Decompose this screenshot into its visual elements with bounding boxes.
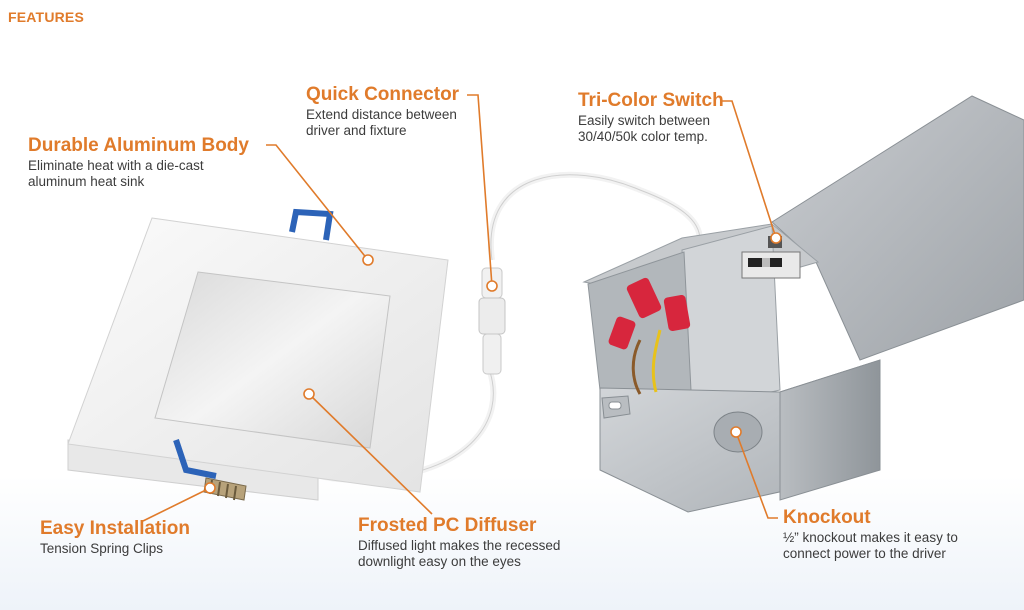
features-heading: FEATURES <box>8 9 85 25</box>
callout-knockout: Knockout ½” knockout makes it easy to co… <box>783 507 958 562</box>
callout-description: ½” knockout makes it easy to connect pow… <box>783 530 958 561</box>
wire-nut <box>626 277 662 319</box>
callout-tri-color-switch: Tri-Color Switch Easily switch between 3… <box>578 90 724 145</box>
junction-box-lid <box>771 95 1024 361</box>
tri-color-switch <box>741 236 801 279</box>
callout-quick-connector: Quick Connector Extend distance between … <box>306 84 459 139</box>
junction-box <box>582 95 1024 513</box>
callout-leader-lines <box>142 94 778 522</box>
callout-title: Quick Connector <box>306 84 460 105</box>
callout-title: Frosted PC Diffuser <box>358 515 537 536</box>
wire-nut <box>608 316 636 350</box>
callout-title: Durable Aluminum Body <box>28 135 249 156</box>
callout-description: Easily switch between 30/40/50k color te… <box>578 113 711 144</box>
callout-description: Eliminate heat with a die-cast aluminum … <box>28 158 204 189</box>
callout-frosted-pc-diffuser: Frosted PC Diffuser Diffused light makes… <box>358 515 560 570</box>
diffuser-leader <box>308 393 433 515</box>
knockout-leader <box>735 431 778 519</box>
body-leader <box>266 144 369 261</box>
callout-easy-installation: Easy Installation Tension Spring Clips <box>40 518 190 557</box>
callout-description: Diffused light makes the recessed downli… <box>358 538 561 569</box>
installation-leader <box>142 487 211 522</box>
connector-leader <box>467 94 493 287</box>
frosted-diffuser <box>154 271 391 449</box>
callout-title: Tri-Color Switch <box>578 90 724 111</box>
callout-durable-aluminum-body: Durable Aluminum Body Eliminate heat wit… <box>28 135 249 190</box>
callout-description: Extend distance between driver and fixtu… <box>306 107 457 138</box>
callout-anchor-dots <box>204 232 782 494</box>
downlight-panel <box>67 217 449 501</box>
callout-description: Tension Spring Clips <box>40 541 164 556</box>
switch-leader <box>722 100 777 239</box>
callout-title: Knockout <box>783 507 871 528</box>
wire-nut <box>663 294 691 332</box>
callout-title: Easy Installation <box>40 518 190 539</box>
top-spring-clip <box>289 208 334 241</box>
